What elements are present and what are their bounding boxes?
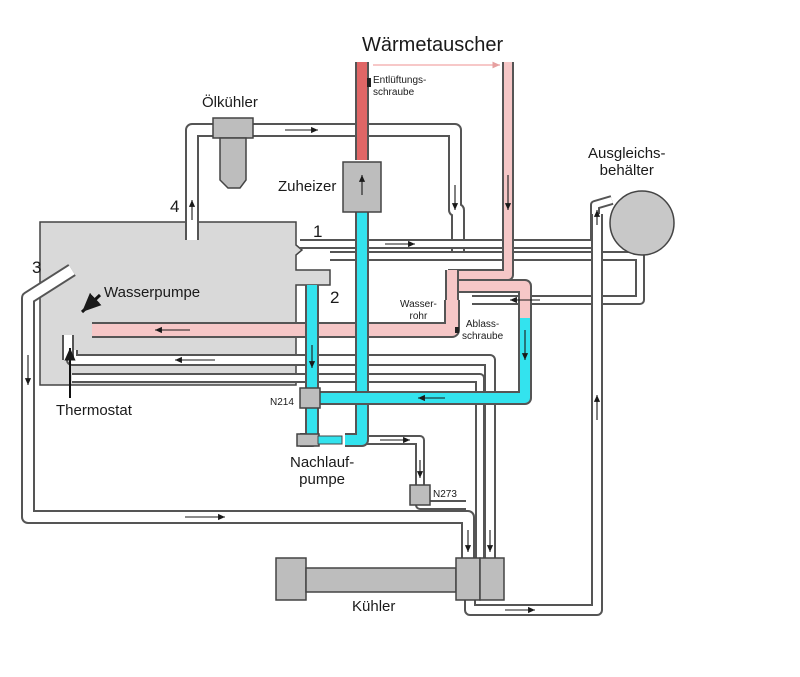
drain-screw: [455, 327, 459, 333]
expansion-tank: [609, 190, 675, 256]
label-waermetauscher: Wärmetauscher: [362, 34, 504, 56]
label-number-2: 2: [330, 288, 340, 307]
n214-valve: [299, 387, 321, 409]
label-kuehler: Kühler: [352, 598, 396, 615]
label-thermostat: Thermostat: [56, 402, 132, 419]
label-ausgleichsbehaelter: Ausgleichs- behälter: [588, 145, 666, 180]
label-wasserpumpe: Wasserpumpe: [104, 284, 201, 301]
label-n273: N273: [433, 489, 457, 500]
label-zuheizer: Zuheizer: [278, 178, 337, 195]
flow-arrows: [24, 126, 601, 614]
radiator-kuehler: [275, 557, 505, 601]
label-number-3: 3: [32, 258, 42, 277]
n273-valve: [409, 484, 431, 506]
bleed-screw: [367, 78, 371, 87]
label-wasserrohr: Wasser- rohr: [400, 299, 437, 322]
label-ablassschraube: Ablass- schraube: [462, 319, 504, 342]
label-pointers: [64, 292, 102, 398]
engine-block: [39, 221, 331, 386]
label-entlueftungsschraube: Entlüftungs- schraube: [373, 75, 427, 98]
oil-cooler: [212, 117, 254, 189]
label-oelkuehler: Ölkühler: [202, 94, 258, 111]
label-number-1: 1: [313, 222, 323, 241]
afterrun-pump: [296, 433, 343, 447]
label-nachlaufpumpe: Nachlauf- pumpe: [290, 454, 355, 489]
label-n214: N214: [270, 397, 294, 408]
label-number-4: 4: [170, 197, 180, 216]
pink-pipes: [92, 61, 532, 338]
